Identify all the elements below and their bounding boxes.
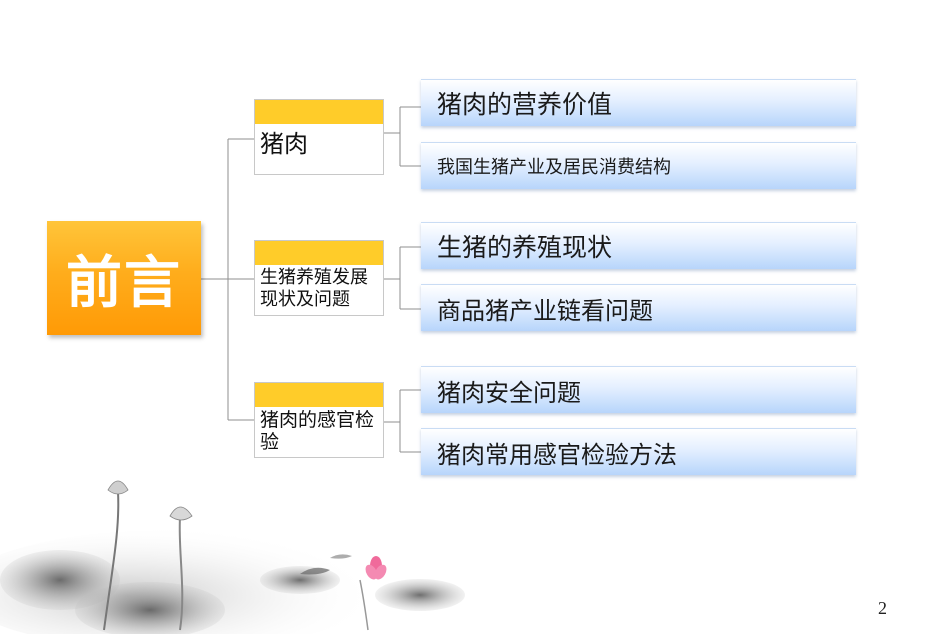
page-number: 2 <box>878 598 887 618</box>
lotus-painting-image <box>0 480 465 634</box>
section-header-bar <box>255 100 383 124</box>
leaf-label: 商品猪产业链看问题 <box>437 296 653 325</box>
leaf-label: 猪肉常用感官检验方法 <box>437 440 677 469</box>
section-header-bar <box>255 241 383 265</box>
leaf-label: 我国生猪产业及居民消费结构 <box>437 157 671 178</box>
leaf-label: 猪肉的营养价值 <box>437 90 613 119</box>
section-header-bar <box>255 383 383 407</box>
leaf-consumption: 我国生猪产业及居民消费结构 <box>421 142 856 189</box>
leaf-label: 猪肉安全问题 <box>437 378 581 407</box>
section-label: 猪肉的感官检验 <box>260 409 375 453</box>
section-node-inspection: 猪肉的感官检验 <box>254 382 384 458</box>
section-label: 生猪养殖发展现状及问题 <box>260 267 368 310</box>
leaf-nutrition: 猪肉的营养价值 <box>421 79 856 126</box>
section-node-farming: 生猪养殖发展现状及问题 <box>254 240 384 316</box>
root-label: 前言 <box>66 250 182 316</box>
section-label: 猪肉 <box>260 130 308 158</box>
leaf-inspection-methods: 猪肉常用感官检验方法 <box>421 428 856 475</box>
leaf-farming-status: 生猪的养殖现状 <box>421 222 856 269</box>
leaf-label: 生猪的养殖现状 <box>437 233 613 262</box>
section-node-pork: 猪肉 <box>254 99 384 175</box>
leaf-safety: 猪肉安全问题 <box>421 366 856 413</box>
leaf-industry-chain: 商品猪产业链看问题 <box>421 284 856 331</box>
root-node: 前言 <box>47 221 201 335</box>
